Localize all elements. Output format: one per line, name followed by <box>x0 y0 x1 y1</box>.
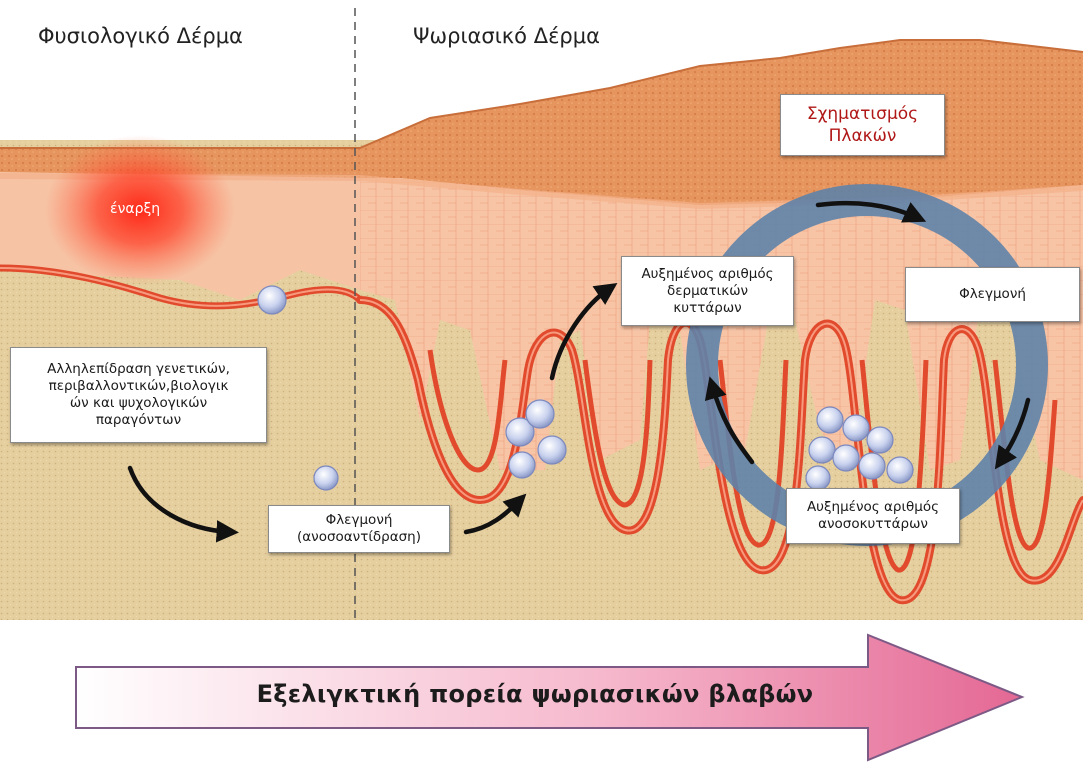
box-increased-skin-cells: Αυξημένος αριθμός δερματικών κυττάρων <box>621 256 794 326</box>
box-increased-immune-cells: Αυξημένος αριθμός ανοσοκυττάρων <box>786 488 960 544</box>
header-psoriatic-skin: Ψωριασικό Δέρμα <box>413 24 600 48</box>
box-interaction-factors: Αλληλεπίδραση γενετικών, περιβαλλοντικών… <box>10 347 267 443</box>
header-normal-skin: Φυσιολογικό Δέρμα <box>38 24 243 48</box>
progress-arrow-label: Εξελιγκτική πορεία ψωριασικών βλαβών <box>195 680 875 708</box>
box-plaque-formation: Σχηματισμός Πλακών <box>780 94 945 156</box>
box-inflammation-immune: Φλεγμονή (ανοσοαντίδραση) <box>268 505 450 553</box>
box-inflammation: Φλεγμονή <box>905 267 1080 322</box>
label-onset: έναρξη <box>110 201 160 217</box>
